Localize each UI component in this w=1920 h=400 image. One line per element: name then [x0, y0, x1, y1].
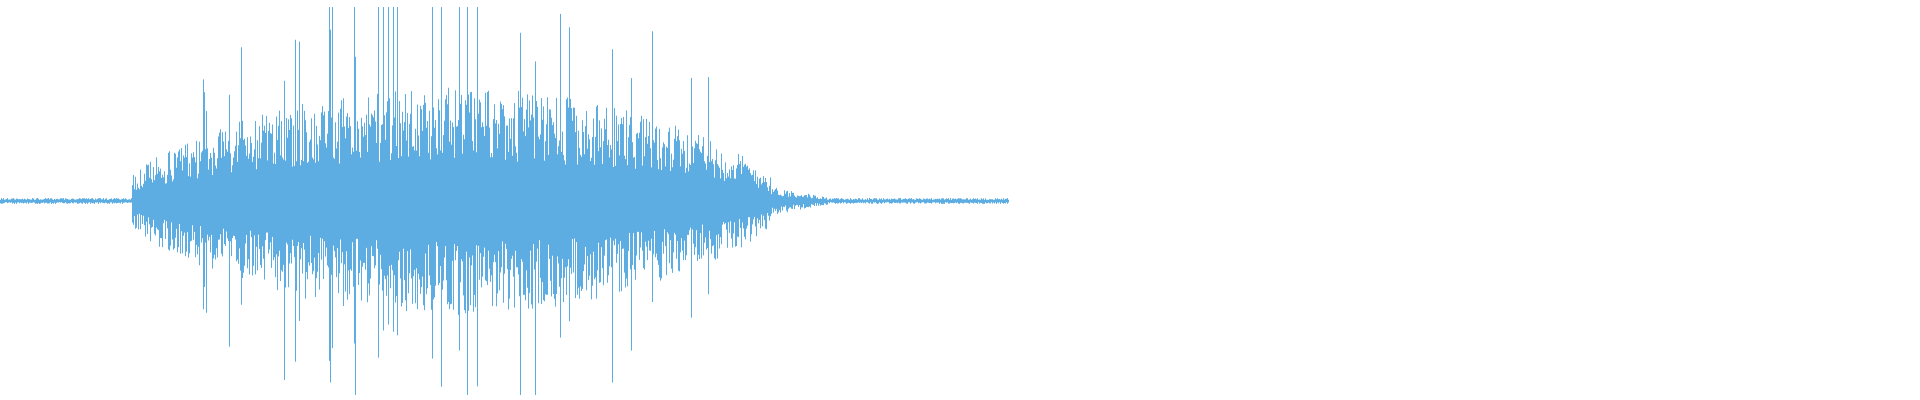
- waveform-lines: [0, 7, 1009, 395]
